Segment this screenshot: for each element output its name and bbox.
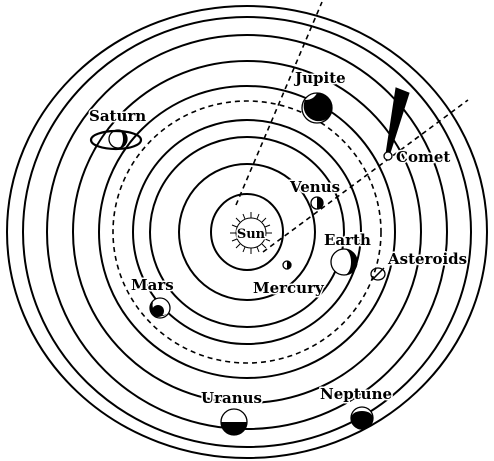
asteroids-symbol	[371, 268, 385, 280]
reference-lines	[236, 2, 468, 252]
jupiter-label: Jupite	[293, 69, 346, 87]
planet-venus	[311, 197, 323, 209]
sun: Sun	[230, 212, 272, 254]
mercury-label: Mercury	[253, 279, 325, 297]
comet-tail	[386, 88, 409, 154]
saturn-label: Saturn	[89, 107, 146, 125]
comet-nucleus	[384, 152, 392, 160]
uranus-label: Uranus	[201, 389, 262, 407]
planet-uranus	[221, 409, 247, 435]
planet-mars	[150, 298, 170, 318]
earth-label: Earth	[324, 231, 371, 249]
asteroids-label: Asteroids	[387, 250, 467, 268]
planet-neptune	[351, 407, 373, 429]
planet-earth	[331, 249, 357, 275]
comet-label: Comet	[396, 148, 450, 166]
planet-jupiter	[302, 93, 332, 123]
sun-label: Sun	[237, 227, 266, 242]
venus-label: Venus	[289, 178, 340, 196]
neptune-label: Neptune	[320, 385, 392, 403]
mars-label: Mars	[131, 276, 174, 294]
planet-mercury	[283, 261, 291, 269]
dashed-line-to-comet	[263, 100, 468, 252]
